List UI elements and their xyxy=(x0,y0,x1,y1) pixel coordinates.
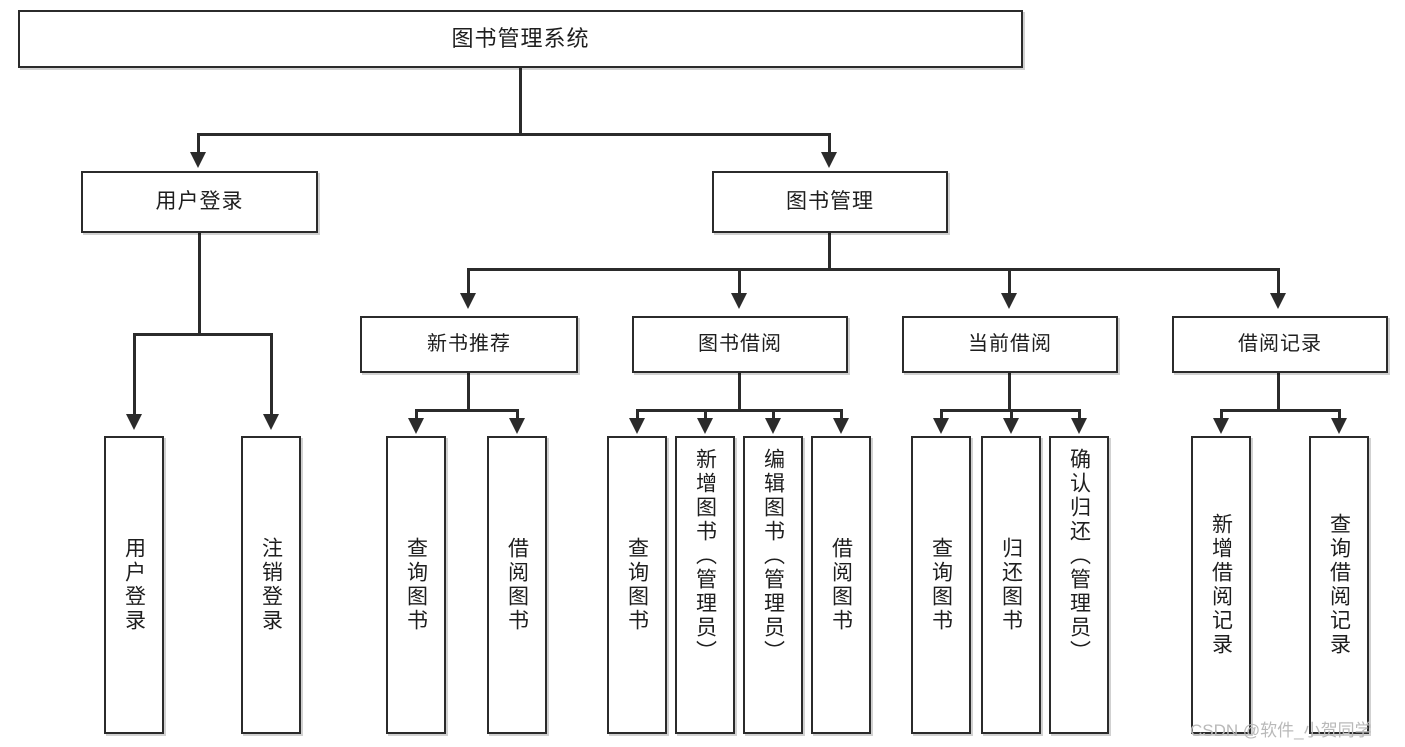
node-label: 图书管理 xyxy=(786,189,874,213)
leaf-query-book-recommend[interactable]: 查询图书 xyxy=(386,436,446,734)
leaf-user-login[interactable]: 用户登录 xyxy=(104,436,164,734)
node-label: 图书借阅 xyxy=(698,333,782,355)
arrow-user-login-to-logout xyxy=(263,414,279,430)
leaf-confirm-return-admin[interactable]: 确认归还（管理员） xyxy=(1049,436,1109,734)
node-root-book-management-system[interactable]: 图书管理系统 xyxy=(18,10,1023,68)
leaf-label: 新增图书（管理员） xyxy=(693,448,717,664)
leaf-label: 编辑图书（管理员） xyxy=(761,448,785,664)
connector-user-login-stem xyxy=(198,233,201,335)
connector-borrow-record-to-add xyxy=(1220,409,1223,421)
node-user-login[interactable]: 用户登录 xyxy=(81,171,318,233)
node-book-management[interactable]: 图书管理 xyxy=(712,171,948,233)
leaf-label: 借阅图书 xyxy=(505,537,529,633)
connector-book-borrow-to-borrow xyxy=(840,409,843,421)
arrow-book-borrow-to-add xyxy=(697,418,713,434)
connector-book-borrow-to-query xyxy=(636,409,639,421)
arrow-book-manage-to-current-borrow xyxy=(1001,293,1017,309)
connector-book-manage-to-new-book xyxy=(467,268,470,294)
connector-user-login-to-logout xyxy=(270,333,273,415)
connector-book-manage-stem xyxy=(828,233,831,270)
node-current-borrow[interactable]: 当前借阅 xyxy=(902,316,1118,373)
leaf-add-borrow-record[interactable]: 新增借阅记录 xyxy=(1191,436,1251,734)
arrow-book-manage-to-borrow-record xyxy=(1270,293,1286,309)
leaf-label: 查询图书 xyxy=(404,537,428,633)
arrow-root-to-user-login xyxy=(190,152,206,168)
leaf-logout[interactable]: 注销登录 xyxy=(241,436,301,734)
arrow-current-borrow-to-query xyxy=(933,418,949,434)
connector-book-borrow-to-edit xyxy=(772,409,775,421)
connector-root-to-user-login xyxy=(197,133,200,155)
node-book-borrow[interactable]: 图书借阅 xyxy=(632,316,848,373)
connector-root-bus xyxy=(197,133,830,136)
connector-current-borrow-stem xyxy=(1008,373,1011,411)
arrow-book-borrow-to-borrow xyxy=(833,418,849,434)
leaf-label: 查询图书 xyxy=(625,537,649,633)
arrow-new-book-to-borrow xyxy=(509,418,525,434)
arrow-book-borrow-to-edit xyxy=(765,418,781,434)
leaf-label: 查询图书 xyxy=(929,537,953,633)
connector-current-borrow-to-query xyxy=(940,409,943,421)
connector-book-borrow-to-add xyxy=(704,409,707,421)
connector-new-book-stem xyxy=(467,373,470,411)
node-label: 借阅记录 xyxy=(1238,333,1322,355)
arrow-current-borrow-to-return xyxy=(1003,418,1019,434)
connector-new-book-bus xyxy=(415,409,519,412)
leaf-add-book-admin[interactable]: 新增图书（管理员） xyxy=(675,436,735,734)
connector-book-borrow-bus xyxy=(636,409,842,412)
connector-book-manage-to-current-borrow xyxy=(1008,268,1011,294)
node-label: 图书管理系统 xyxy=(451,26,590,52)
node-label: 当前借阅 xyxy=(968,333,1052,355)
leaf-borrow-book[interactable]: 借阅图书 xyxy=(811,436,871,734)
connector-new-book-to-borrow xyxy=(516,409,519,421)
leaf-label: 用户登录 xyxy=(122,537,146,633)
node-label: 用户登录 xyxy=(155,189,244,213)
leaf-label: 查询借阅记录 xyxy=(1327,513,1351,657)
connector-root-to-book-manage xyxy=(828,133,831,155)
connector-book-borrow-stem xyxy=(738,373,741,411)
connector-new-book-to-query xyxy=(415,409,418,421)
arrow-borrow-record-to-query xyxy=(1331,418,1347,434)
leaf-query-borrow-record[interactable]: 查询借阅记录 xyxy=(1309,436,1369,734)
connector-borrow-record-to-query xyxy=(1338,409,1341,421)
arrow-book-borrow-to-query xyxy=(629,418,645,434)
connector-current-borrow-to-confirm xyxy=(1078,409,1081,421)
arrow-user-login-to-login xyxy=(126,414,142,430)
arrow-root-to-book-manage xyxy=(821,152,837,168)
connector-user-login-to-login xyxy=(133,333,136,415)
leaf-return-book[interactable]: 归还图书 xyxy=(981,436,1041,734)
node-label: 新书推荐 xyxy=(427,333,511,355)
leaf-query-book-current[interactable]: 查询图书 xyxy=(911,436,971,734)
connector-borrow-record-bus xyxy=(1220,409,1341,412)
connector-borrow-record-stem xyxy=(1277,373,1280,411)
connector-book-manage-to-borrow-record xyxy=(1277,268,1280,294)
connector-user-login-bus xyxy=(133,333,273,336)
connector-book-manage-to-book-borrow xyxy=(738,268,741,294)
leaf-label: 新增借阅记录 xyxy=(1209,513,1233,657)
connector-current-borrow-to-return xyxy=(1010,409,1013,421)
node-new-book-recommend[interactable]: 新书推荐 xyxy=(360,316,578,373)
leaf-borrow-book-recommend[interactable]: 借阅图书 xyxy=(487,436,547,734)
arrow-book-manage-to-book-borrow xyxy=(731,293,747,309)
arrow-book-manage-to-new-book xyxy=(460,293,476,309)
leaf-label: 确认归还（管理员） xyxy=(1067,448,1091,664)
arrow-current-borrow-to-confirm xyxy=(1071,418,1087,434)
leaf-label: 借阅图书 xyxy=(829,537,853,633)
leaf-label: 注销登录 xyxy=(259,537,283,633)
arrow-new-book-to-query xyxy=(408,418,424,434)
leaf-label: 归还图书 xyxy=(999,537,1023,633)
leaf-edit-book-admin[interactable]: 编辑图书（管理员） xyxy=(743,436,803,734)
connector-root-stem xyxy=(519,68,522,135)
node-borrow-record[interactable]: 借阅记录 xyxy=(1172,316,1388,373)
connector-book-manage-bus xyxy=(467,268,1279,271)
leaf-query-book-borrow[interactable]: 查询图书 xyxy=(607,436,667,734)
arrow-borrow-record-to-add xyxy=(1213,418,1229,434)
